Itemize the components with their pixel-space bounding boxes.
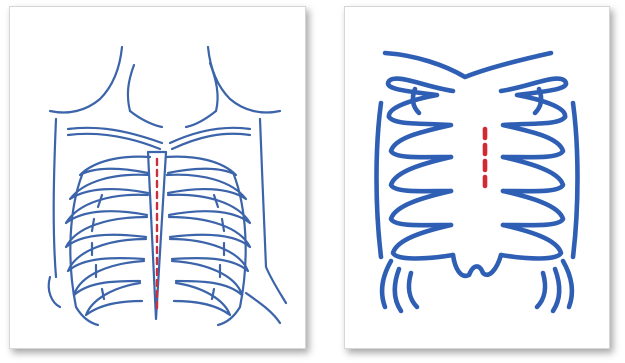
panel-left-frame <box>9 6 306 349</box>
right-clavicle-lower <box>172 134 250 149</box>
right-rib-3 <box>168 195 250 223</box>
left-rib-2 <box>389 117 451 157</box>
right-trapezius <box>186 111 216 127</box>
left-trapezius <box>130 111 162 127</box>
right-rib-7 <box>174 283 230 315</box>
left-neck-line <box>50 47 122 113</box>
left-rib-5 <box>393 225 453 259</box>
right-rib-3 <box>503 157 563 191</box>
left-hip-line <box>49 277 60 307</box>
right-arm-line <box>260 119 286 303</box>
left-neck-inner-line <box>128 65 134 111</box>
left-rib-1 <box>388 79 453 117</box>
right-rib-6 <box>172 261 242 295</box>
left-rib-7 <box>86 283 142 315</box>
ribcage-drawing-right <box>345 7 609 348</box>
left-rib-3 <box>391 157 451 191</box>
xiphoid-outline <box>453 255 501 276</box>
left-rib-4 <box>66 217 147 247</box>
left-rib-5 <box>68 239 146 271</box>
right-rib-5 <box>501 225 561 259</box>
left-arm-line <box>54 119 56 277</box>
left-rib-1 <box>80 157 150 175</box>
right-lower-ribs <box>537 261 572 311</box>
right-rib-1 <box>501 79 566 117</box>
left-clavicle-lower <box>68 134 160 149</box>
right-side-line <box>573 103 578 257</box>
right-rib-2 <box>503 117 565 157</box>
ribcage-outline-left <box>49 47 286 325</box>
ribcage-drawing-left <box>10 7 305 348</box>
right-rib-4 <box>169 217 250 247</box>
left-side-line <box>377 103 382 257</box>
left-rib-6 <box>74 261 144 295</box>
clavicle-line <box>385 53 551 77</box>
panel-right-frame <box>344 6 610 349</box>
left-rib-3 <box>66 195 148 223</box>
right-rib-5 <box>170 239 248 271</box>
left-lower-ribs <box>382 261 417 311</box>
right-hip-line <box>246 293 280 323</box>
right-neck-line <box>208 47 280 113</box>
ribcage-outline-right <box>377 53 578 311</box>
left-rib-4 <box>391 191 451 225</box>
right-rib-1 <box>166 157 236 175</box>
right-rib-4 <box>503 191 563 225</box>
